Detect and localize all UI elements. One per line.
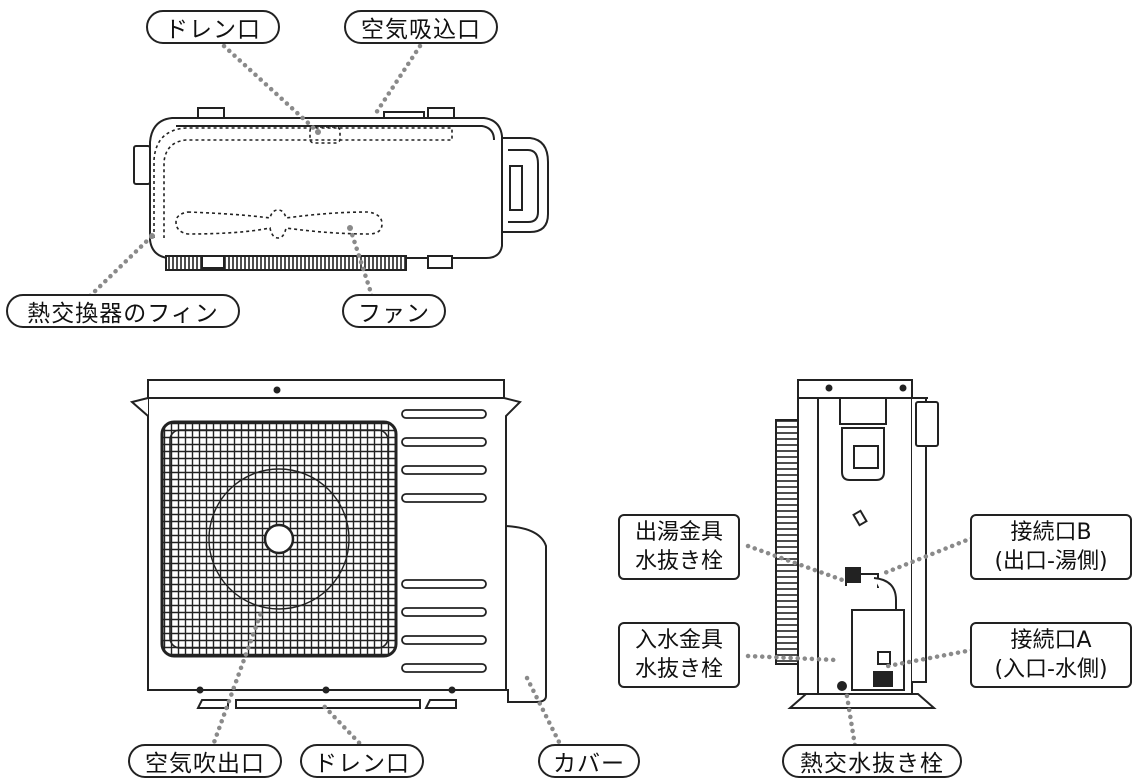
label-drain-bottom: ドレン口 <box>300 744 424 778</box>
label-connection-b-line1: 接続口B <box>1010 520 1092 545</box>
leader-lines <box>87 43 975 755</box>
label-outlet-valve-line2: 水抜き栓 <box>634 549 723 574</box>
label-heat-exchange-drain: 熱交水抜き栓 <box>782 744 962 778</box>
label-heat-exchanger-fin: 熱交換器のフィン <box>6 294 240 328</box>
label-fan: ファン <box>342 294 446 328</box>
label-connection-b: 接続口B (出口-湯側) <box>970 514 1132 580</box>
label-inlet-valve-line1: 入水金具 <box>634 628 723 653</box>
side-view-unit <box>775 379 939 709</box>
leader-cover <box>523 673 565 751</box>
label-inlet-valve-drain: 入水金具 水抜き栓 <box>618 622 740 688</box>
leader-air-intake <box>371 43 423 119</box>
label-drain-top: ドレン口 <box>146 10 280 44</box>
label-connection-b-line2: (出口-湯側) <box>994 549 1108 574</box>
label-connection-a-line1: 接続口A <box>1010 628 1092 653</box>
leader-drain-top <box>221 43 321 135</box>
leader-fan <box>347 225 375 299</box>
front-view-unit <box>129 379 547 709</box>
label-connection-a: 接続口A (入口-水側) <box>970 622 1132 688</box>
leader-connection-a <box>885 647 975 669</box>
label-inlet-valve-line2: 水抜き栓 <box>634 657 723 682</box>
label-air-outlet: 空気吹出口 <box>128 744 282 778</box>
label-connection-a-line2: (入口-水側) <box>994 657 1108 682</box>
label-outlet-valve-line1: 出湯金具 <box>634 520 723 545</box>
leader-end-dots <box>149 129 353 239</box>
top-view-unit <box>133 107 549 271</box>
leader-inlet-valve <box>745 653 839 663</box>
leader-fin <box>87 233 155 299</box>
label-outlet-valve-drain: 出湯金具 水抜き栓 <box>618 514 740 580</box>
label-cover: カバー <box>538 744 640 778</box>
leader-drain-bottom <box>319 701 367 751</box>
label-air-intake: 空気吸込口 <box>344 10 498 44</box>
leader-connection-b <box>879 535 975 577</box>
leader-air-outlet <box>209 607 265 751</box>
